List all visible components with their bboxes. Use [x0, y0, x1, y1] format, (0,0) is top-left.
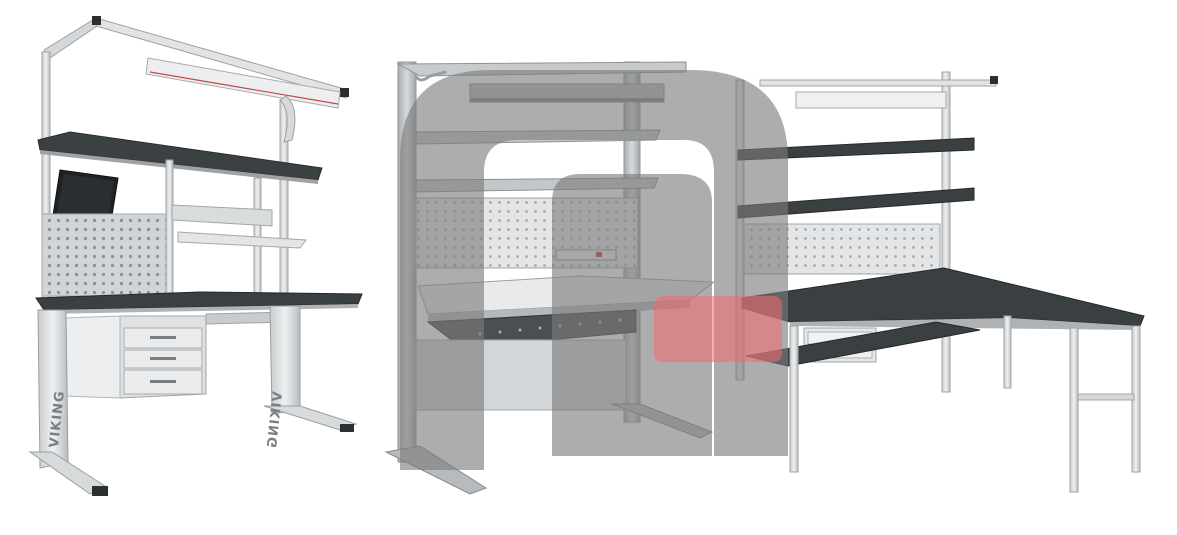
workbench-left: VIKING VIKING [28, 16, 363, 496]
workbench-right [735, 71, 1145, 493]
brand-label-right-leg: VIKING [265, 391, 286, 450]
brand-label-left-leg: VIKING [47, 390, 68, 449]
watermark-logo [400, 70, 788, 470]
